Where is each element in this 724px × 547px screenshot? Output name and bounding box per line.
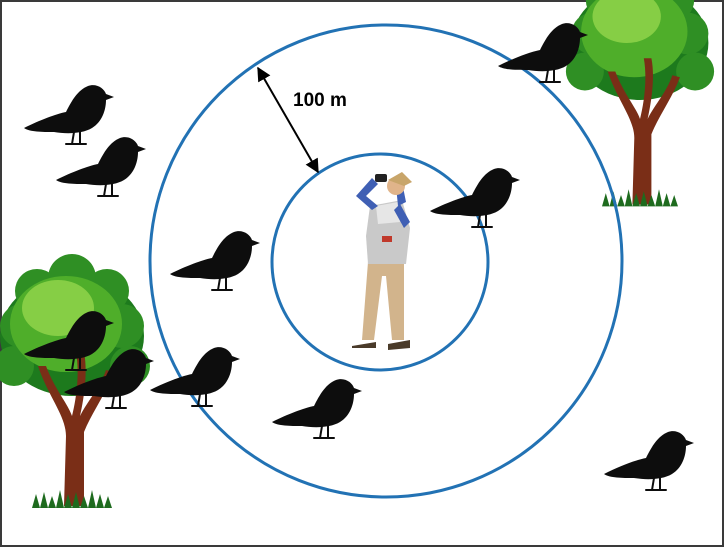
outer-ring (148, 23, 624, 499)
inner-ring (270, 152, 490, 372)
birdwatcher-with-binoculars (352, 172, 412, 350)
distance-arrow (257, 66, 319, 174)
distance-label: 100 m (293, 90, 347, 111)
